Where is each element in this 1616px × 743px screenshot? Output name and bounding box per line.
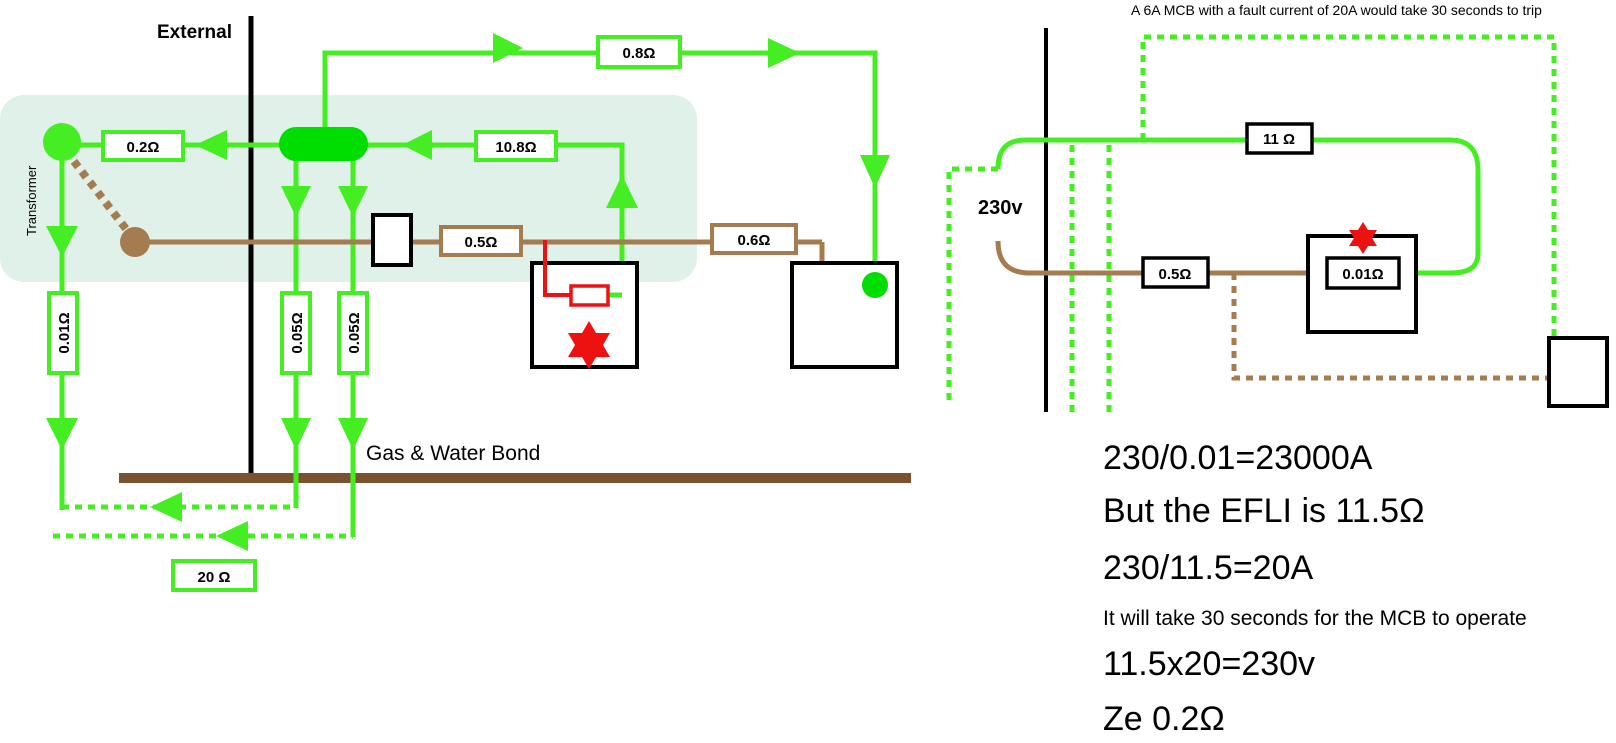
fault-path xyxy=(543,240,571,297)
ground-return-paths xyxy=(53,504,353,539)
right-line-conductor xyxy=(995,137,1481,276)
external-label: External xyxy=(157,22,232,43)
arrow-down-transformer-2 xyxy=(46,418,78,450)
arrow-down-bond2-2 xyxy=(338,418,368,450)
arrow-down-bond1-2 xyxy=(281,418,311,450)
calc-line-2: But the EFLI is 11.5Ω xyxy=(1103,492,1425,530)
fault-star-icon xyxy=(568,321,610,369)
consumer-earth-terminal xyxy=(862,272,888,298)
right-resistor-line: 11 Ω xyxy=(1245,122,1314,155)
right-neutral-earth-path xyxy=(1231,273,1554,381)
resistor-neutral-2: 0.6Ω xyxy=(710,223,798,255)
arrow-down-bond2-1 xyxy=(338,186,368,217)
right-resistor-neutral: 0.5Ω xyxy=(1141,256,1210,289)
arrow-down-transformer-1 xyxy=(46,226,78,257)
svg-text:0.5Ω: 0.5Ω xyxy=(1159,266,1192,283)
mcb-note: A 6A MCB with a fault current of 20A wou… xyxy=(1131,2,1542,18)
right-earth-paths xyxy=(946,34,1557,412)
calc-line-1: 230/0.01=23000A xyxy=(1103,439,1373,477)
current-flow-arrows xyxy=(46,33,890,551)
svg-text:0.05Ω: 0.05Ω xyxy=(346,312,363,353)
transformer-star-link xyxy=(62,148,137,241)
svg-text:11 Ω: 11 Ω xyxy=(1263,131,1295,148)
main-terminal-pill xyxy=(279,127,368,161)
main-fuse-box xyxy=(371,213,413,267)
resistor-top: 0.8Ω xyxy=(596,35,682,69)
arrow-left-line xyxy=(402,130,432,160)
transformer-label: Transformer xyxy=(24,165,39,236)
arrow-left-ground-1 xyxy=(150,492,182,522)
calc-line-4: It will take 30 seconds for the MCB to o… xyxy=(1103,607,1527,630)
resistor-bond-1: 0.05Ω xyxy=(280,291,312,375)
arrow-left-transformer xyxy=(195,130,227,160)
svg-text:0.5Ω: 0.5Ω xyxy=(465,234,498,251)
resistor-earth-transformer: 0.01Ω xyxy=(47,291,79,375)
resistor-transformer: 0.2Ω xyxy=(101,130,185,162)
arrow-down-consumer xyxy=(860,155,890,188)
supply-voltage-label: 230v xyxy=(978,197,1023,219)
right-resistor-fault: 0.01Ω xyxy=(1325,256,1401,290)
gas-water-bond-label: Gas & Water Bond xyxy=(366,442,540,465)
resistor-line: 10.8Ω xyxy=(474,130,558,162)
right-remote-box xyxy=(1547,336,1609,408)
calc-line-6: Ze 0.2Ω xyxy=(1103,700,1225,738)
resistor-ground: 20 Ω xyxy=(171,559,257,592)
arrow-down-bond1-1 xyxy=(281,186,311,217)
svg-text:0.6Ω: 0.6Ω xyxy=(738,232,771,249)
svg-text:0.05Ω: 0.05Ω xyxy=(289,312,306,353)
svg-text:0.2Ω: 0.2Ω xyxy=(127,139,160,156)
svg-text:10.8Ω: 10.8Ω xyxy=(495,139,536,156)
arrow-up-fault xyxy=(606,175,638,208)
resistor-neutral-1: 0.5Ω xyxy=(439,225,523,257)
fault-resistor xyxy=(569,284,610,307)
arrow-top-2 xyxy=(768,38,800,68)
calc-line-3: 230/11.5=20A xyxy=(1103,549,1314,587)
right-neutral-conductor xyxy=(995,240,1330,276)
resistor-bond-2: 0.05Ω xyxy=(337,291,369,375)
svg-text:20 Ω: 20 Ω xyxy=(198,569,231,586)
right-fault-star-icon xyxy=(1349,222,1377,254)
calc-line-5: 11.5x20=230v xyxy=(1103,645,1316,683)
gas-water-bond-bar xyxy=(119,473,911,483)
arrow-top-1 xyxy=(493,33,523,63)
transformer-star-point xyxy=(120,227,150,257)
arrow-left-ground-2 xyxy=(216,521,248,551)
svg-text:0.01Ω: 0.01Ω xyxy=(56,312,73,353)
svg-text:0.01Ω: 0.01Ω xyxy=(1342,266,1383,283)
svg-text:0.8Ω: 0.8Ω xyxy=(623,45,656,62)
transformer-line-terminal xyxy=(43,123,81,161)
